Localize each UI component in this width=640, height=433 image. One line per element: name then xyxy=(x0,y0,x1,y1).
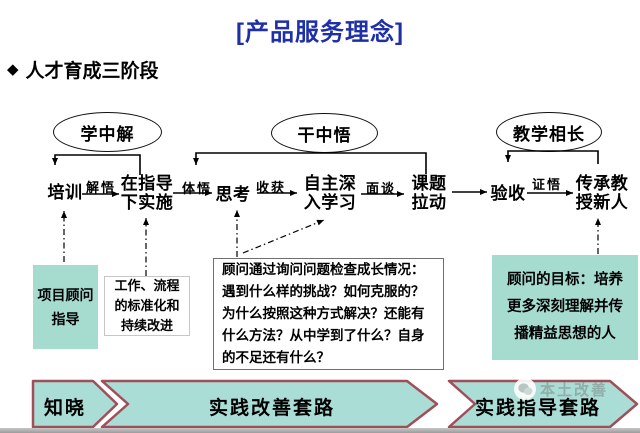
banner-segment-label-know: 知晓 xyxy=(43,398,86,419)
watermark-text: 本土改善 xyxy=(540,381,609,399)
edge-label-shouhuo: 收获 xyxy=(256,180,287,195)
edge-label-zhengwu: 证悟 xyxy=(532,177,563,192)
chevron-shape-1 xyxy=(31,379,119,429)
note-card-consultant-goal: 顾问的目标：培养 更多深刻理解并传 播精益思想的人 xyxy=(492,255,638,360)
flow-node-implement: 在指导 下实施 xyxy=(120,174,174,212)
flow-node-training: 培训 xyxy=(47,183,83,202)
banner-segment-label-coach: 实践指导套路 xyxy=(474,398,601,419)
edge-label-tiwu: 体悟 xyxy=(182,181,213,196)
flow-node-project: 课题 拉动 xyxy=(411,174,447,212)
stage-bracket xyxy=(193,152,427,174)
note-card-check-questions: 顾问通过询问问题检查成长情况：遇到什么样的挑战？如何克服的？为什么按照这种方式解… xyxy=(213,258,444,370)
watermark: 本土改善 xyxy=(514,378,608,400)
banner-segment-label-practice: 实践改善套路 xyxy=(208,398,335,419)
flow-node-think: 思考 xyxy=(215,185,251,204)
stage-ellipse-learn: 学中解 xyxy=(53,112,162,152)
stage-bracket xyxy=(52,154,141,175)
section-heading: ◆ 人才育成三阶段 xyxy=(7,56,159,83)
stage-bracket xyxy=(505,150,599,164)
edge-label-jiewu: 解悟 xyxy=(86,180,117,195)
flow-node-selfstudy: 自主深 入学习 xyxy=(303,174,357,212)
edge-label-miantan: 面谈 xyxy=(366,181,397,196)
chevron-shape-2 xyxy=(100,379,439,429)
dashed-connector xyxy=(242,219,325,254)
note-card-consultant-guidance: 项目顾问 指导 xyxy=(33,265,98,349)
wechat-logo-icon xyxy=(514,378,536,400)
flow-node-acceptance: 验收 xyxy=(490,184,526,203)
section-heading-label: 人才育成三阶段 xyxy=(25,61,159,82)
bottom-divider xyxy=(0,428,640,433)
diamond-bullet-icon: ◆ xyxy=(7,61,19,78)
page-title: [产品服务理念] xyxy=(236,19,404,46)
note-card-standardization: 工作、流程 的标准化和 持续改进 xyxy=(104,276,190,336)
stage-ellipse-do: 干中悟 xyxy=(271,113,378,153)
chevron-shape-3 xyxy=(447,379,639,429)
stage-ellipse-teach: 教学相长 xyxy=(496,112,602,152)
flow-node-mentor: 传承教 授新人 xyxy=(575,174,629,212)
